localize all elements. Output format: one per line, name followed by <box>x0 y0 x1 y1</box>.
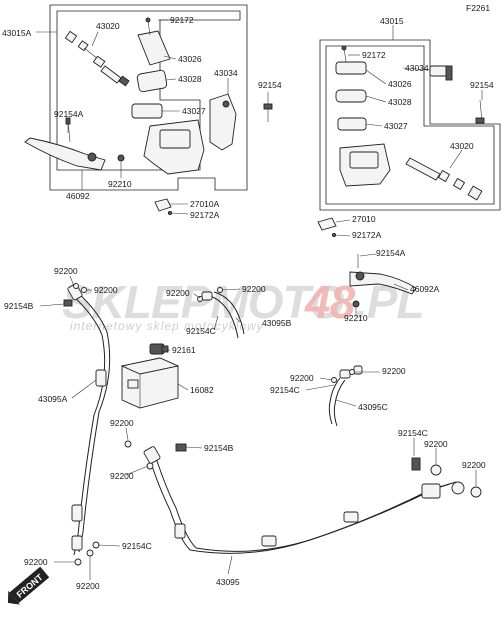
label-92200-j: 92200 <box>76 581 100 591</box>
label-92154C-b: 92154C <box>270 385 300 395</box>
label-43020-right: 43020 <box>450 141 474 151</box>
right-plate-icon <box>337 117 367 131</box>
label-92200-g: 92200 <box>110 418 134 428</box>
label-92161: 92161 <box>172 345 196 355</box>
right-master-cylinder-box <box>319 39 501 211</box>
label-92154A: 92154A <box>54 109 84 119</box>
plate-icon <box>131 103 163 119</box>
watermark-brand-b: 48 <box>304 276 356 328</box>
bracket-icon <box>154 198 172 212</box>
label-92200-e: 92200 <box>290 373 314 383</box>
label-92210-right: 92210 <box>344 313 368 323</box>
left-reservoir-inset <box>56 10 241 171</box>
label-92154-right: 92154 <box>470 80 494 90</box>
screw-icon <box>263 103 273 122</box>
label-92200-l: 92200 <box>462 460 486 470</box>
leader-lines-right <box>335 25 483 316</box>
brake-lever-icon <box>24 117 106 171</box>
label-43034: 43034 <box>214 68 238 78</box>
label-43027: 43027 <box>182 106 206 116</box>
label-92154C-d: 92154C <box>398 428 428 438</box>
label-43034-right: 43034 <box>405 63 429 73</box>
nut-icon <box>117 154 125 162</box>
watermark: SKLEPMOTO 48 .PL internetowy sklep motoc… <box>62 276 425 333</box>
piston-kit-icon <box>64 30 130 87</box>
part-labels: 43015A 43020 92172 43026 43028 43034 430… <box>2 15 494 591</box>
right-master-cylinder-icon <box>339 143 391 187</box>
label-92200-c: 92200 <box>166 288 190 298</box>
label-92172-right: 92172 <box>362 50 386 60</box>
label-92154C: 92154C <box>186 326 216 336</box>
label-92200-a: 92200 <box>54 266 78 276</box>
abs-bolt-icon <box>161 345 169 353</box>
right-reservoir-inset <box>325 45 495 205</box>
leader-lines-lower <box>39 275 477 580</box>
bracket-screw-icon <box>167 210 173 216</box>
label-92154: 92154 <box>258 80 282 90</box>
diagram-id: F2261 <box>466 3 490 13</box>
diaphragm-icon <box>136 69 168 93</box>
watermark-tagline: internetowy sklep motocyklowy <box>70 319 264 333</box>
label-92154B-b: 92154B <box>204 443 234 453</box>
abs-unit-icon <box>120 343 180 409</box>
right-nut-icon <box>352 300 360 308</box>
label-43027-right: 43027 <box>384 121 408 131</box>
label-27010: 27010 <box>352 214 376 224</box>
label-46092: 46092 <box>66 191 90 201</box>
label-43028: 43028 <box>178 74 202 84</box>
label-43015A: 43015A <box>2 28 32 38</box>
label-43095: 43095 <box>216 577 240 587</box>
label-92200-b: 92200 <box>94 285 118 295</box>
label-92172A-right: 92172A <box>352 230 382 240</box>
reservoir-cap-icon <box>137 17 171 66</box>
label-92210: 92210 <box>108 179 132 189</box>
brake-hose-43095B-icon <box>201 291 245 339</box>
right-diaphragm-icon <box>335 89 367 103</box>
label-92200-d: 92200 <box>242 284 266 294</box>
front-direction-badge: FRONT <box>7 566 50 605</box>
label-92200-k: 92200 <box>424 439 448 449</box>
label-92172: 92172 <box>170 15 194 25</box>
brake-hose-43095-icon <box>143 446 465 554</box>
banjo-bolt-icon <box>429 65 453 81</box>
label-43095C: 43095C <box>358 402 388 412</box>
label-43028-right: 43028 <box>388 97 412 107</box>
right-bracket-icon <box>317 217 337 231</box>
label-43026-right: 43026 <box>388 79 412 89</box>
label-43095A: 43095A <box>38 394 68 404</box>
label-16082: 16082 <box>190 385 214 395</box>
label-43020: 43020 <box>96 21 120 31</box>
label-92154B: 92154B <box>4 301 34 311</box>
label-43026: 43026 <box>178 54 202 64</box>
label-92172A: 92172A <box>190 210 220 220</box>
label-92200-h: 92200 <box>110 471 134 481</box>
label-92200-i: 92200 <box>24 557 48 567</box>
right-brake-lever-icon <box>349 254 417 295</box>
right-cap-icon <box>335 45 367 75</box>
label-92200-f: 92200 <box>382 366 406 376</box>
label-27010A: 27010A <box>190 199 220 209</box>
label-43015: 43015 <box>380 16 404 26</box>
right-piston-kit-icon <box>405 157 483 201</box>
label-46092A: 46092A <box>410 284 440 294</box>
leader-lines-left <box>36 19 269 215</box>
brake-hose-43095A-icon <box>67 283 111 556</box>
label-92154C-c: 92154C <box>122 541 152 551</box>
watermark-brand-a: SKLEPMOTO <box>62 276 345 328</box>
label-92154A-right: 92154A <box>376 248 406 258</box>
right-screw-icon <box>475 99 485 124</box>
right-bracket-screw-icon <box>331 232 337 238</box>
left-master-cylinder-box <box>49 4 248 191</box>
brake-hose-43095C-icon <box>328 365 363 427</box>
label-43095B: 43095B <box>262 318 292 328</box>
